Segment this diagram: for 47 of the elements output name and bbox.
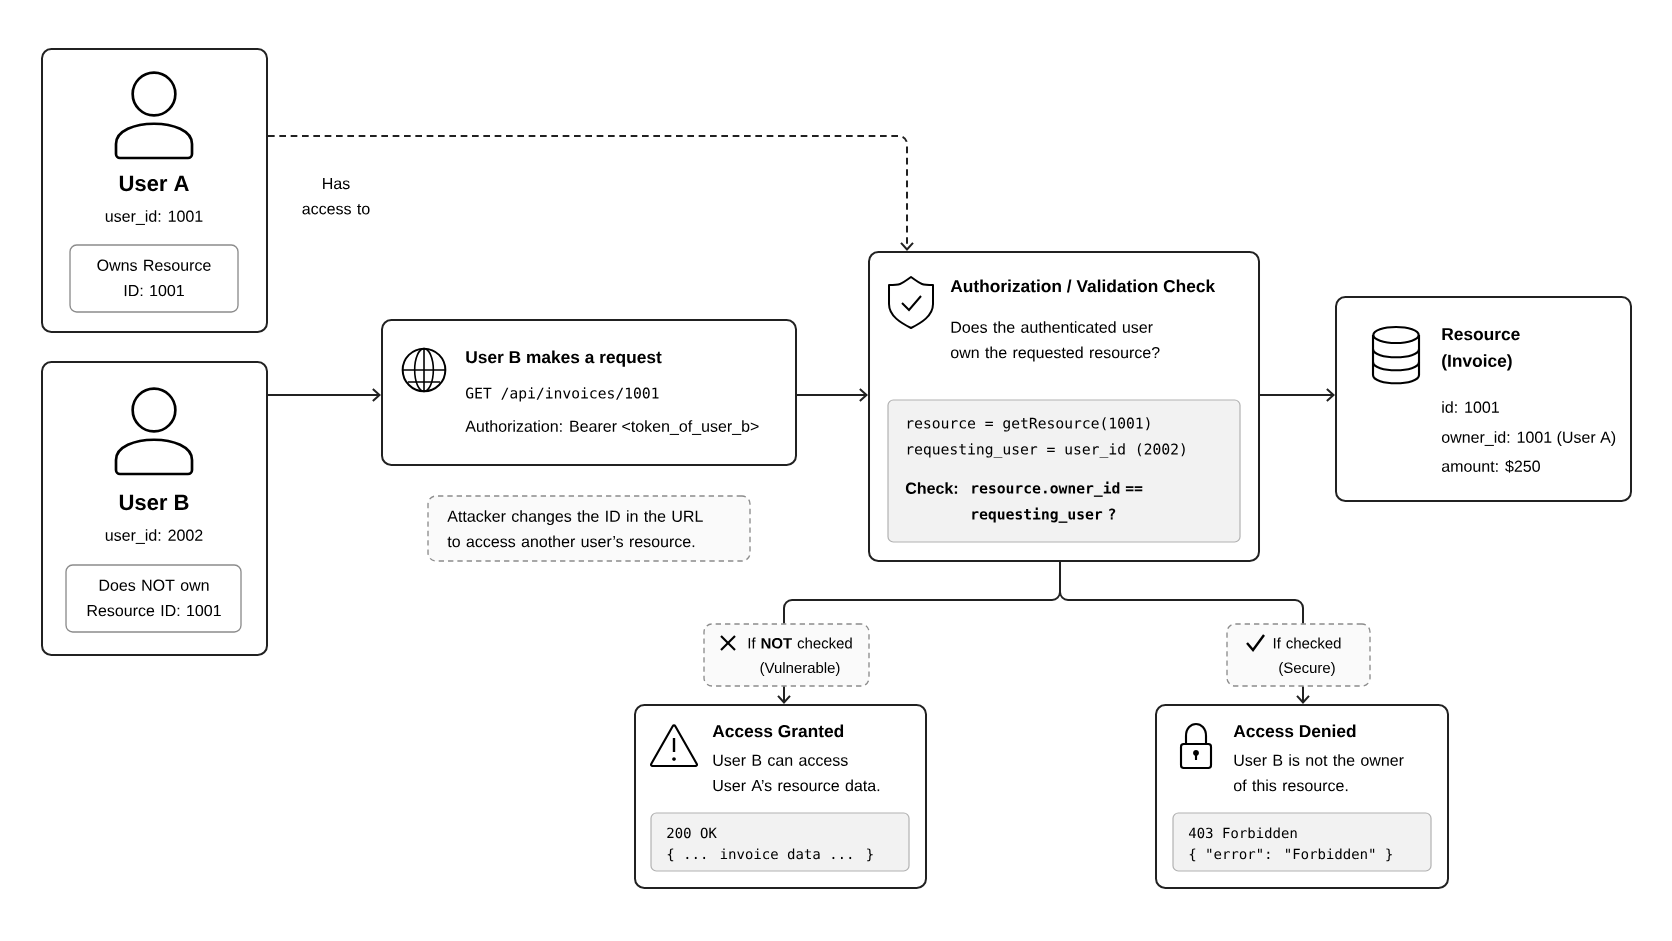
condition-text: If NOT checked (Vulnerable) <box>748 637 852 676</box>
user-name: User B <box>119 494 189 511</box>
request-box <box>381 319 797 466</box>
check-title: Authorization / Validation Check <box>950 279 1216 293</box>
request-line: GET /api/invoices/1001 <box>466 387 659 402</box>
resource-field: owner_id: 1001 (User A) <box>1441 431 1616 447</box>
resource-field: amount: $250 <box>1441 459 1540 473</box>
result-title: Access Denied <box>1233 724 1356 738</box>
arrow <box>1259 388 1335 402</box>
code-box <box>650 812 910 872</box>
arrow <box>777 685 791 704</box>
arrow <box>267 388 381 402</box>
code-line: { ... invoice data ... } <box>667 848 873 862</box>
check-label: Check: <box>905 482 958 494</box>
code-box <box>887 399 1241 543</box>
resource-field: id: 1001 <box>1442 401 1499 413</box>
note-text: Attacker changes the ID in the URL to access another user’s resource. <box>447 510 703 548</box>
arrow <box>796 388 868 402</box>
code-line: resource.owner_id == requesting_user ? <box>972 481 1143 523</box>
check-question: Does the authenticated user own the requested resource? <box>950 321 1160 362</box>
request-title: User B makes a request <box>466 350 662 367</box>
ownership-box <box>65 564 242 633</box>
result-title: Access Granted <box>712 724 844 738</box>
code-line: resource = getResource(1001) <box>907 417 1150 432</box>
resource-title: Resource (Invoice) <box>1442 328 1520 371</box>
ownership-box <box>69 244 239 313</box>
ownership-text: Does NOT own Resource ID: 1001 <box>87 579 221 617</box>
code-line: 403 Forbidden <box>1188 827 1297 839</box>
result-text: User B is not the owner of this resource. <box>1233 754 1404 792</box>
edge-label: Has access to <box>302 178 370 215</box>
header-line: Authorization: Bearer <token_of_user_b> <box>465 420 759 435</box>
code-box <box>1172 812 1432 872</box>
condition-box <box>703 623 870 687</box>
user-id: user_id: 1001 <box>105 210 203 225</box>
code-line: { "error": "Forbidden" } <box>1189 848 1392 862</box>
condition-box <box>1226 623 1371 687</box>
result-text: User B can access User A’s resource data. <box>713 754 880 792</box>
arrow <box>267 135 914 251</box>
condition-text: If checked (Secure) <box>1273 637 1341 676</box>
resource-box <box>1335 296 1632 502</box>
note-box <box>427 495 751 562</box>
code-line: 200 OK <box>667 827 717 839</box>
ownership-text: Owns Resource ID: 1001 <box>97 259 211 297</box>
code-line: requesting_user = user_id (2002) <box>907 443 1185 458</box>
arrow <box>1296 685 1310 704</box>
user-name: User A <box>119 175 189 192</box>
user-id: user_id: 2002 <box>105 529 203 544</box>
